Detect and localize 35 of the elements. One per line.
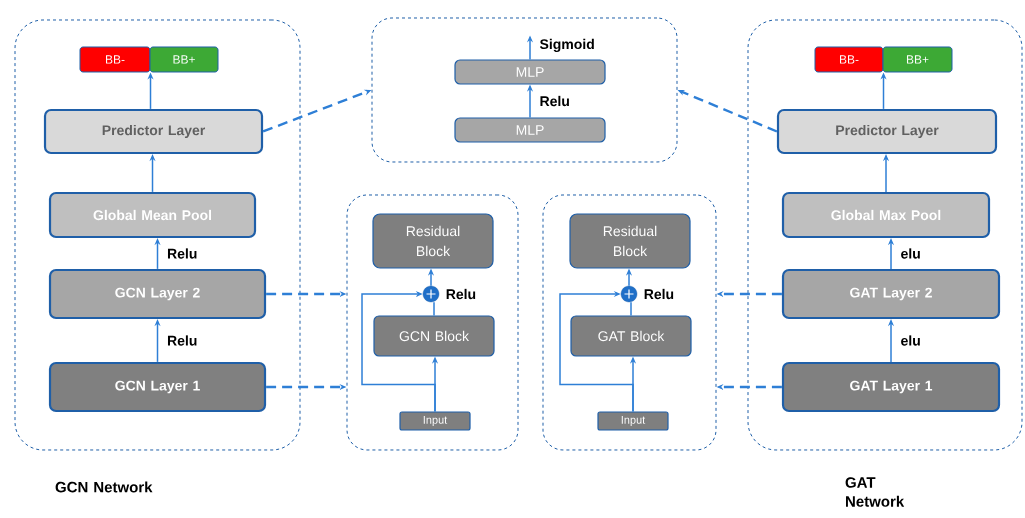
edge-label: Relu xyxy=(168,248,197,259)
block-box: MLP xyxy=(454,117,606,143)
block-box: GAT Block xyxy=(570,315,692,357)
block-panel xyxy=(346,194,519,451)
node-label: Relu xyxy=(644,288,674,300)
block-box: Residual Block xyxy=(569,213,691,269)
edge-label: elu xyxy=(901,248,920,259)
layer-box: Global Max Pool xyxy=(781,191,991,239)
class-bar: BB- xyxy=(79,46,151,73)
input-box: Input xyxy=(597,411,669,431)
layer-box: GAT Layer 1 xyxy=(781,361,1001,413)
class-bar: BB+ xyxy=(149,46,219,73)
block-box: Residual Block xyxy=(372,213,494,269)
class-bar: BB+ xyxy=(882,46,953,73)
arrow xyxy=(559,290,634,413)
layer-box: GCN Layer 1 xyxy=(48,361,267,413)
arrow xyxy=(361,290,436,413)
layer-box: GCN Layer 2 xyxy=(48,268,267,320)
layer-box: GAT Layer 2 xyxy=(781,268,1001,320)
node-label: GCN Network xyxy=(55,481,153,493)
node-label: Relu xyxy=(446,288,476,300)
node-label: GAT Network xyxy=(845,477,905,507)
layer-box: Predictor Layer xyxy=(776,108,998,155)
layer-box: Global Mean Pool xyxy=(48,191,257,239)
edge-label: Relu xyxy=(540,95,569,107)
edge-label: Sigmoid xyxy=(539,38,594,52)
block-box: GCN Block xyxy=(373,315,495,357)
block-panel xyxy=(542,194,717,451)
block-panel xyxy=(371,17,678,163)
input-box: Input xyxy=(399,411,471,431)
edge-label: elu xyxy=(901,335,920,346)
class-bar: BB- xyxy=(814,46,884,73)
layer-box: Predictor Layer xyxy=(43,108,264,155)
edge-label: Relu xyxy=(168,335,197,346)
block-box: MLP xyxy=(454,59,606,85)
